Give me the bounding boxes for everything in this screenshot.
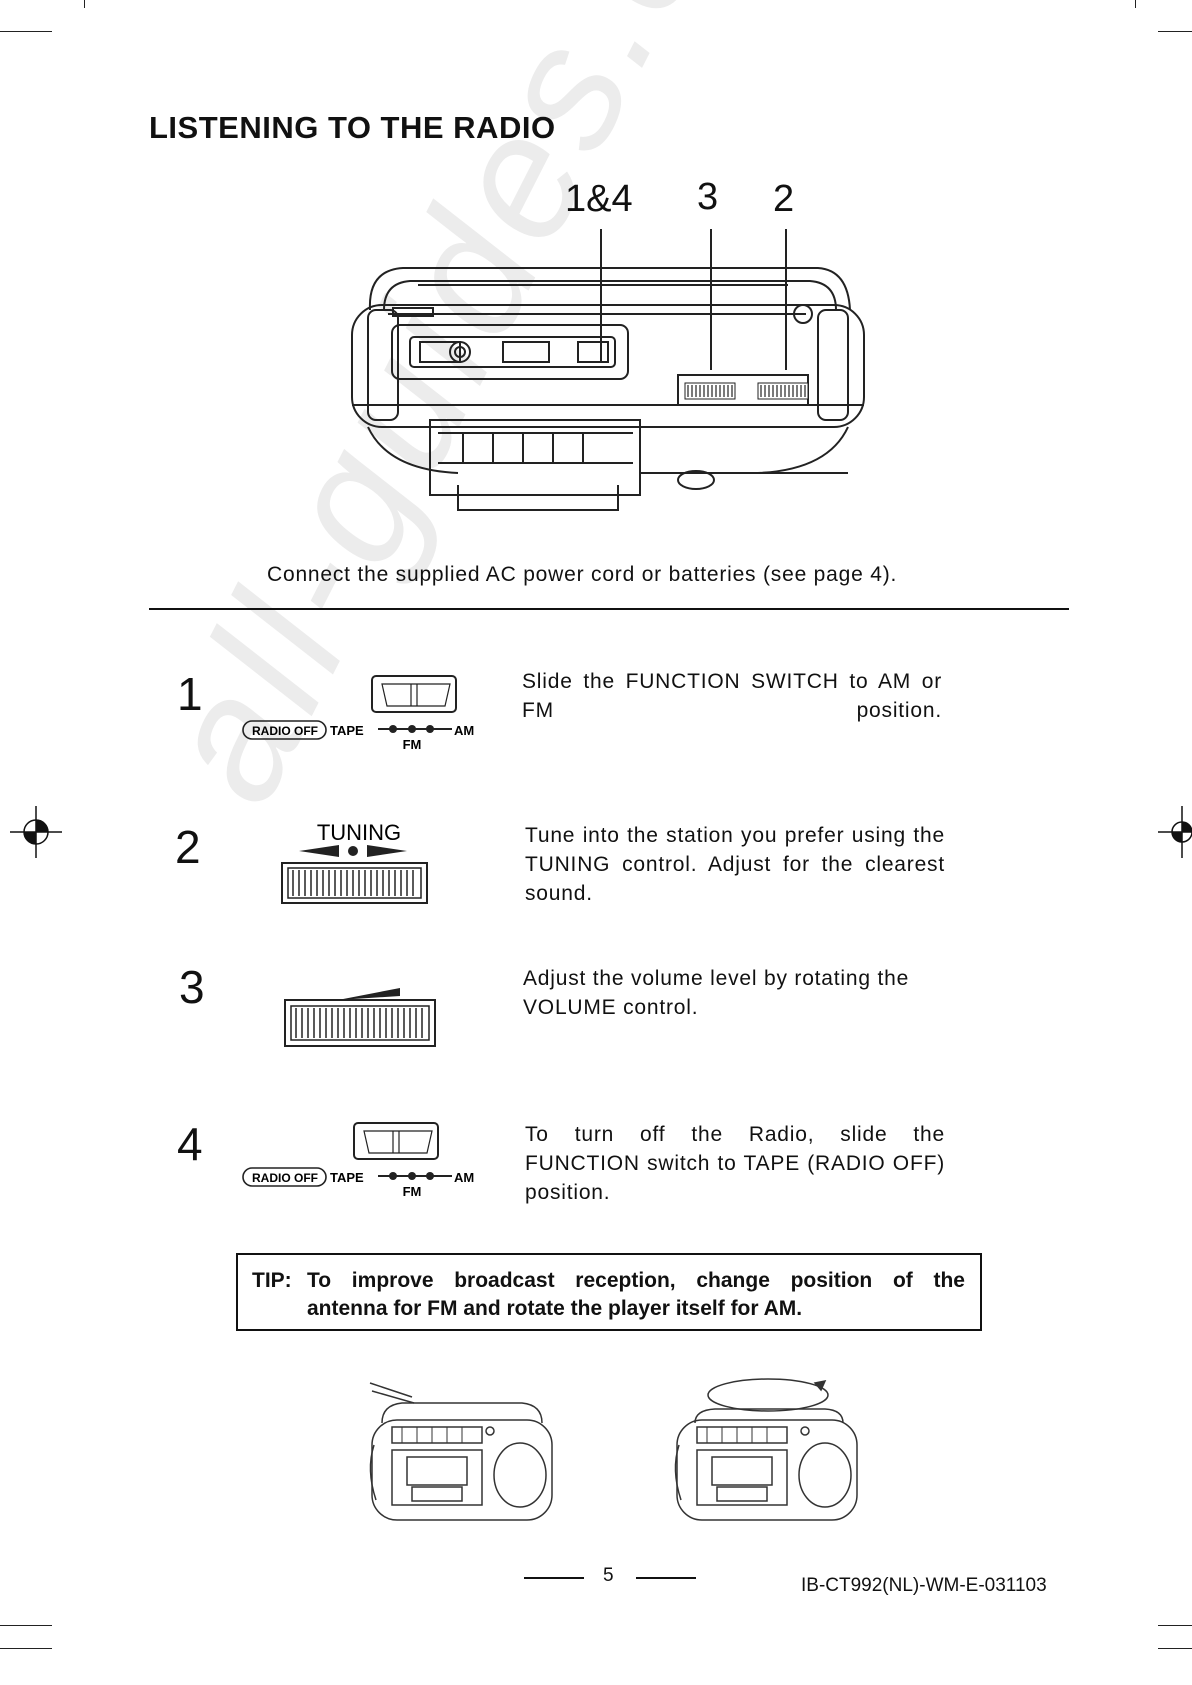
tip-line-2: antenna for FM and rotate the player its… — [307, 1297, 803, 1320]
tape-label: TAPE — [330, 1170, 364, 1185]
am-label: AM — [454, 723, 474, 738]
step-4-text: To turn off the Radio, slide the FUNCTIO… — [525, 1123, 945, 1204]
radio-off-label: RADIO OFF — [252, 1171, 318, 1185]
crop-mark — [1135, 0, 1136, 8]
callout-3: 3 — [697, 176, 719, 218]
tip-box: TIP: To improve broadcast reception, cha… — [236, 1253, 982, 1331]
page-number-rule-right — [636, 1577, 696, 1579]
step-4-number: 4 — [177, 1118, 203, 1170]
registration-mark-left — [10, 806, 62, 858]
page-number-rule-left — [524, 1577, 584, 1579]
tape-label: TAPE — [330, 723, 364, 738]
function-switch-off-illustration: RADIO OFF TAPE AM FM — [242, 1122, 474, 1199]
crop-mark — [0, 1648, 52, 1649]
registration-mark-right — [1158, 806, 1192, 858]
tuning-label: TUNING — [317, 820, 401, 845]
step-3-text: Adjust the volume level by rotating the … — [523, 967, 910, 1019]
callout-1-and-4: 1&4 — [565, 178, 633, 220]
connect-power-note: Connect the supplied AC power cord or ba… — [267, 563, 898, 586]
crop-mark — [0, 31, 52, 32]
section-divider — [149, 608, 1069, 610]
page-number: 5 — [603, 1565, 614, 1586]
callout-2: 2 — [773, 178, 795, 220]
crop-mark — [1158, 1625, 1192, 1626]
step-3-number: 3 — [179, 961, 205, 1013]
tip-line-1: To improve broadcast reception, change p… — [307, 1269, 965, 1292]
function-switch-illustration: RADIO OFF TAPE AM FM — [242, 675, 474, 752]
radio-off-label: RADIO OFF — [252, 724, 318, 738]
crop-mark — [1158, 31, 1192, 32]
am-label: AM — [454, 1170, 474, 1185]
page-title: LISTENING TO THE RADIO — [149, 110, 556, 145]
crop-mark — [0, 1625, 52, 1626]
volume-dial-illustration — [284, 988, 436, 1047]
step-1-text: Slide the FUNCTION SWITCH to AM or FM po… — [522, 670, 942, 722]
step-1-number: 1 — [177, 668, 203, 720]
radio-am-rotate-illustration — [674, 1378, 858, 1521]
tip-label: TIP: — [252, 1269, 292, 1292]
radio-fm-antenna-illustration — [369, 1382, 553, 1521]
crop-mark — [84, 0, 85, 8]
crop-mark — [1158, 1648, 1192, 1649]
tuning-dial-illustration: TUNING — [281, 820, 428, 904]
document-id: IB-CT992(NL)-WM-E-031103 — [801, 1575, 1047, 1596]
step-2-number: 2 — [175, 821, 201, 873]
fm-label: FM — [403, 1184, 422, 1199]
radio-top-view-illustration — [351, 229, 865, 511]
fm-label: FM — [403, 737, 422, 752]
step-2-text: Tune into the station you prefer using t… — [525, 824, 945, 905]
